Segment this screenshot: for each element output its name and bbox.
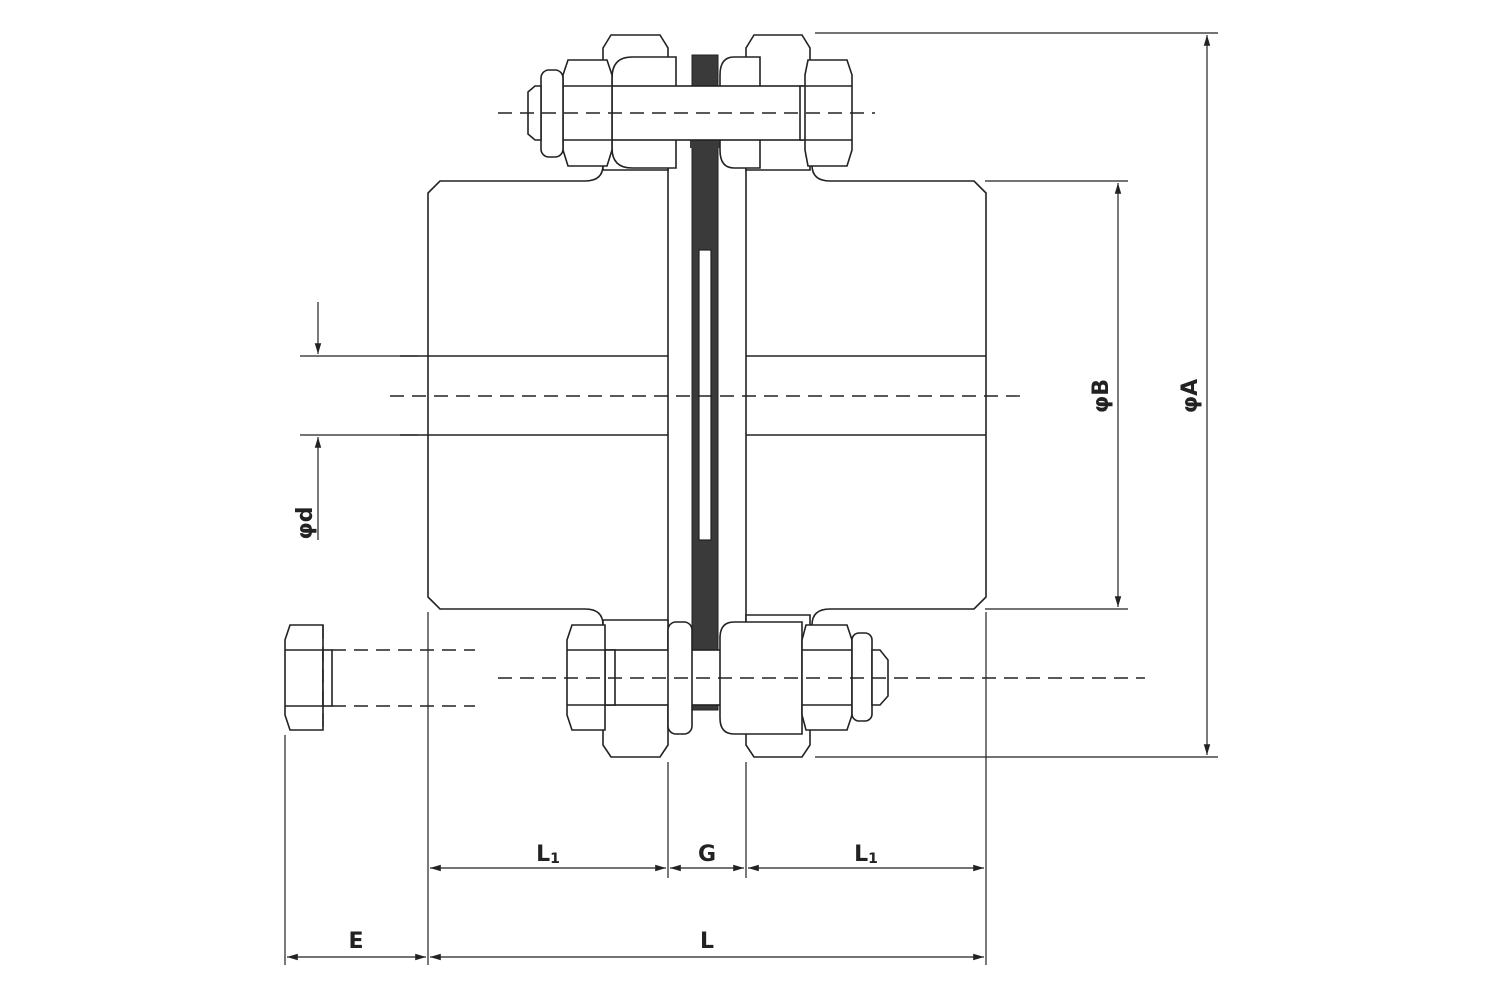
phiA-label: φA <box>1178 379 1203 413</box>
dimension-phiB: φB <box>985 180 1128 610</box>
L1-left-label: L1 <box>536 842 560 867</box>
top-bolt <box>498 56 875 169</box>
phiB-label: φB <box>1089 379 1114 413</box>
right-hub <box>745 164 987 626</box>
L-label: L <box>700 929 714 954</box>
dimension-phiA: φA <box>815 32 1218 758</box>
L1-right-label: L1 <box>854 842 878 867</box>
G-label: G <box>698 842 716 867</box>
removed-bolt <box>284 624 475 735</box>
E-label: E <box>348 929 363 954</box>
bottom-bolt <box>498 621 1145 735</box>
dimension-phid: φd <box>293 302 418 540</box>
dimension-row-L1-G: L1 G L1 <box>430 842 984 872</box>
dimension-row-E-L: E L <box>287 929 984 961</box>
left-hub <box>400 164 669 626</box>
disc-pack <box>690 54 720 711</box>
extension-lines <box>284 612 987 965</box>
phid-label: φd <box>293 507 318 540</box>
bottom-right-hex-nut <box>801 624 853 731</box>
